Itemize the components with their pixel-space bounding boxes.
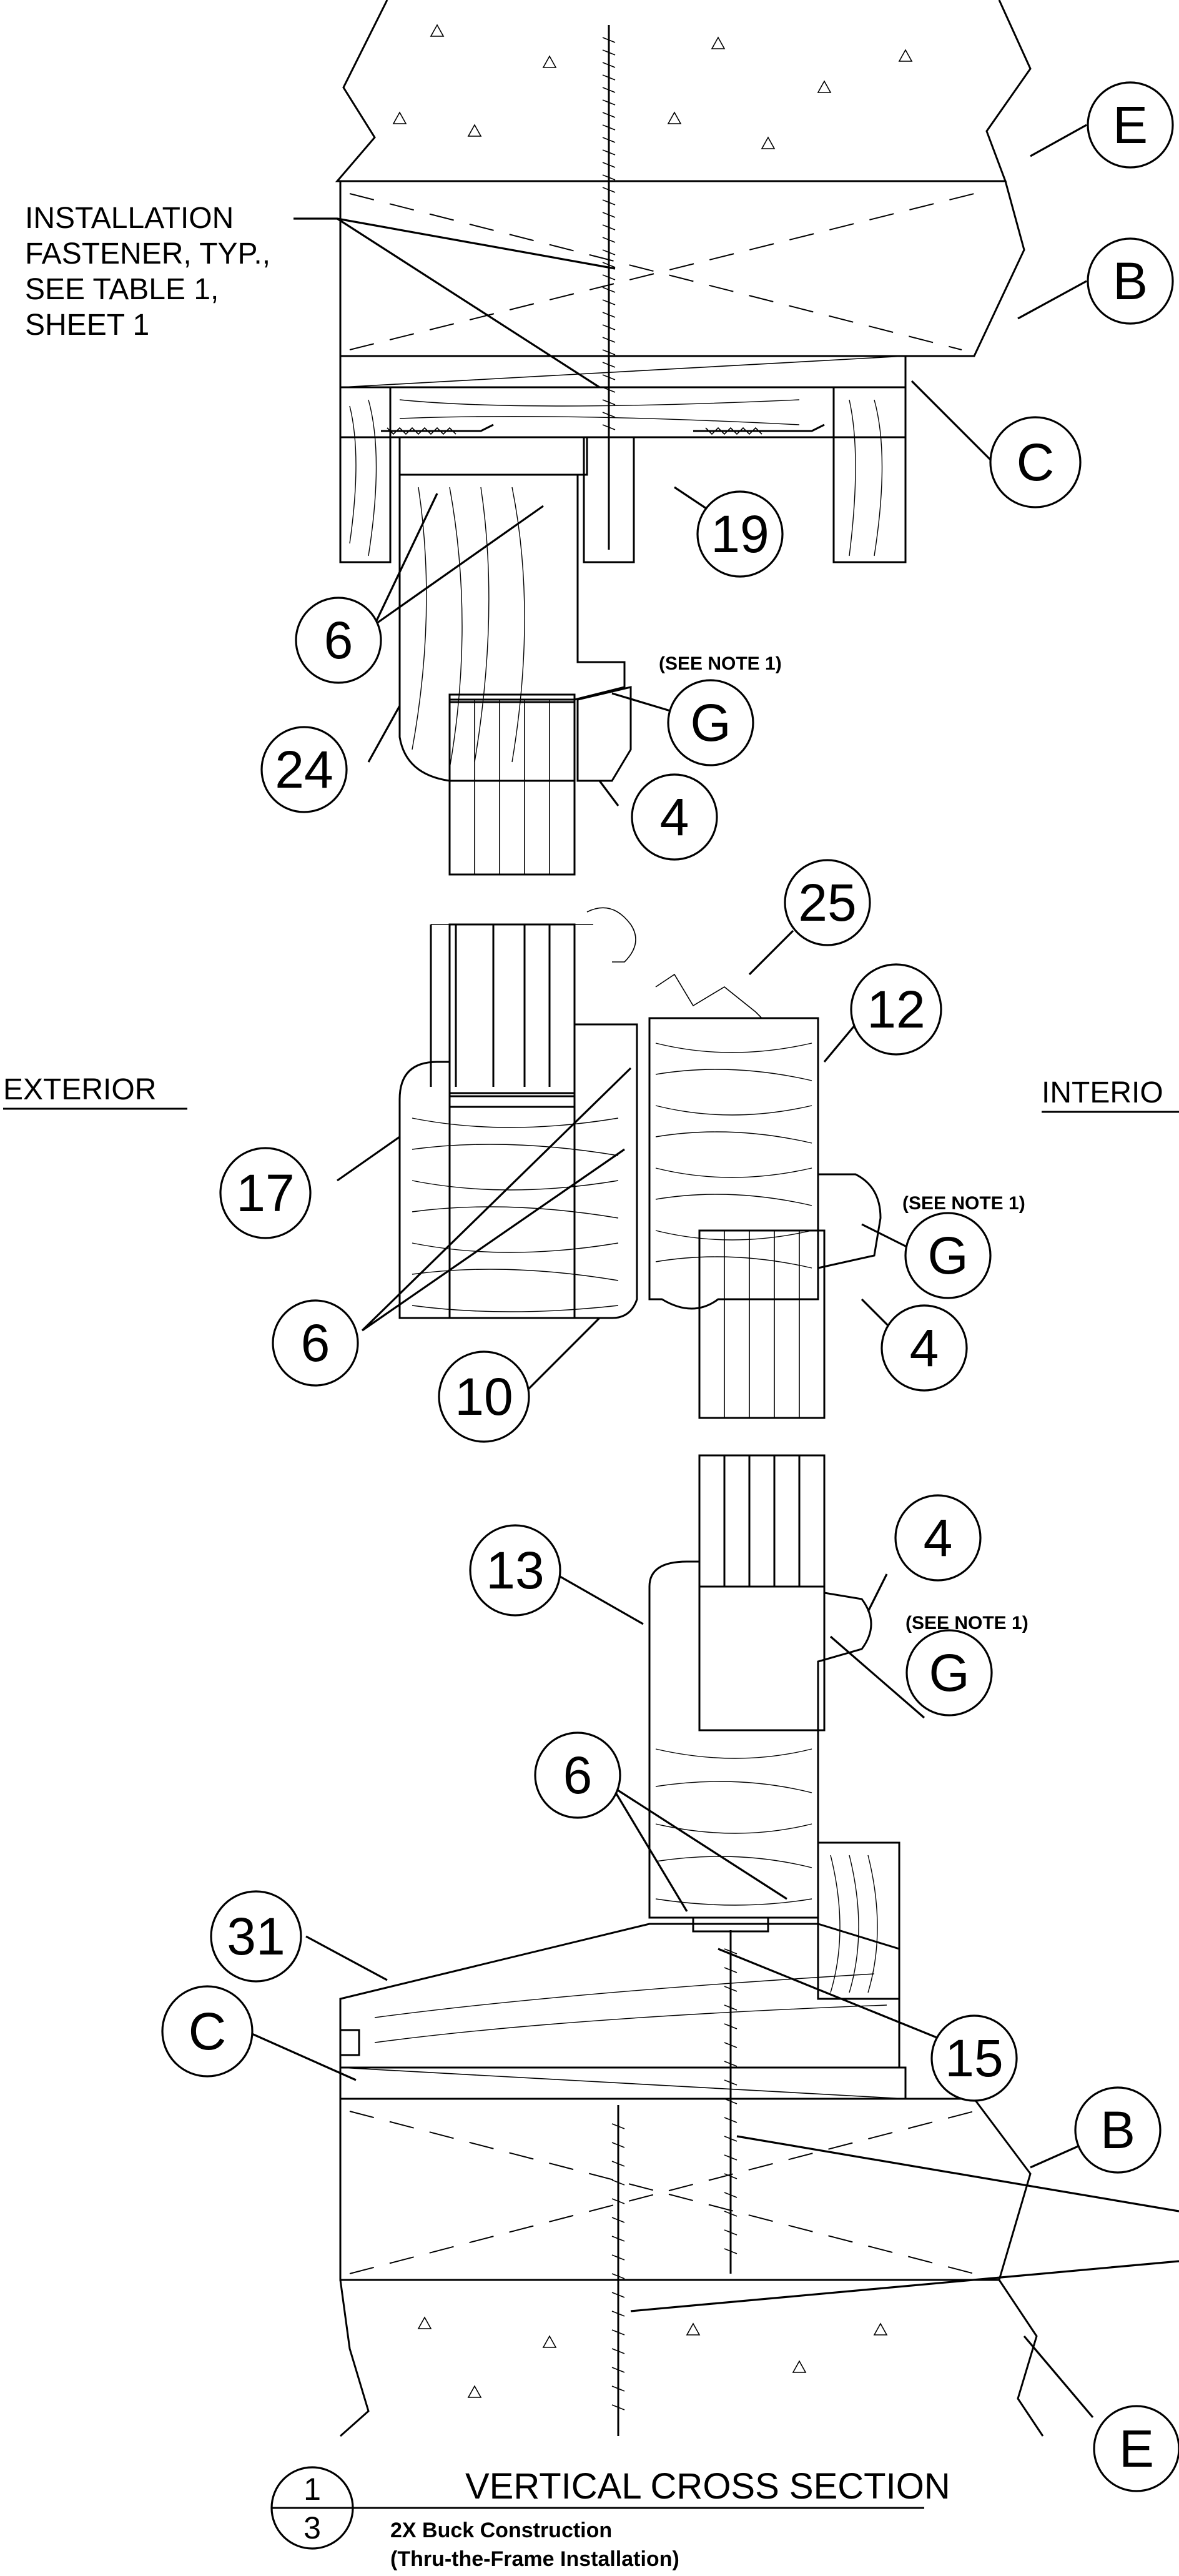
callout-6-bot: 6 — [534, 1731, 621, 1819]
callout-6-mid: 6 — [272, 1299, 359, 1387]
bottom-concrete — [339, 2279, 1044, 2437]
bottom-shim — [339, 2066, 907, 2100]
svg-text:G: G — [927, 1226, 968, 1285]
head-jamb — [339, 386, 907, 563]
top-shim — [339, 355, 907, 389]
fastener-label-line1: INSTALLATION — [25, 202, 234, 235]
svg-text:17: 17 — [236, 1164, 294, 1222]
svg-text:E: E — [1119, 2419, 1154, 2478]
callout-24: 24 — [260, 726, 348, 813]
section-number: 1 — [303, 2472, 321, 2507]
meeting-rail-upper-glazing — [430, 923, 593, 1097]
callout-B-bot: B — [1074, 2086, 1162, 2174]
svg-text:10: 10 — [455, 1367, 513, 1426]
svg-text:6: 6 — [301, 1314, 330, 1372]
exterior-label: EXTERIOR — [3, 1073, 156, 1106]
note-top: (SEE NOTE 1) — [659, 653, 782, 674]
note-bot: (SEE NOTE 1) — [905, 1613, 1029, 1633]
svg-text:6: 6 — [324, 611, 353, 670]
svg-text:C: C — [1017, 433, 1055, 492]
callout-10: 10 — [438, 1350, 530, 1443]
svg-text:4: 4 — [924, 1508, 953, 1567]
section-title-block: 1 3 VERTICAL CROSS SECTION 2X Buck Const… — [270, 2466, 950, 2571]
svg-text:4: 4 — [660, 788, 689, 846]
callout-4-top: 4 — [631, 773, 718, 861]
callout-G-top: G — [667, 679, 754, 766]
svg-text:31: 31 — [227, 1907, 285, 1966]
fastener-label-line4: SHEET 1 — [25, 309, 149, 342]
callout-C-bot: C — [161, 1985, 254, 2078]
bottom-buck — [339, 2098, 1032, 2281]
fastener-label-line3: SEE TABLE 1, — [25, 273, 219, 306]
svg-text:B: B — [1113, 252, 1148, 310]
callout-15: 15 — [930, 2014, 1018, 2102]
section-subtitle-2: (Thru-the-Frame Installation) — [390, 2547, 679, 2571]
callout-13: 13 — [469, 1524, 561, 1617]
top-concrete — [335, 0, 1032, 182]
sheet-number: 3 — [303, 2510, 321, 2545]
svg-text:B: B — [1100, 2101, 1135, 2159]
svg-text:13: 13 — [486, 1541, 544, 1600]
callout-E-top: E — [1087, 81, 1174, 169]
svg-text:24: 24 — [275, 740, 333, 799]
interior-label: INTERIO — [1042, 1076, 1163, 1109]
fastener-label-line2: FASTENER, TYP., — [25, 237, 270, 270]
lower-sash-13 — [648, 1454, 900, 2000]
callout-19: 19 — [696, 490, 784, 578]
svg-text:G: G — [929, 1643, 969, 1702]
leader-lines — [243, 124, 1179, 2419]
top-buck — [339, 180, 1025, 357]
svg-text:6: 6 — [563, 1746, 593, 1805]
svg-text:G: G — [690, 693, 731, 752]
callout-6-top: 6 — [295, 597, 382, 684]
callout-C-top: C — [989, 416, 1082, 508]
svg-text:E: E — [1113, 96, 1148, 154]
callout-B-top: B — [1087, 237, 1174, 325]
svg-text:12: 12 — [867, 980, 925, 1039]
top-fastener — [602, 25, 616, 550]
svg-text:15: 15 — [945, 2029, 1003, 2088]
note-mid: (SEE NOTE 1) — [902, 1193, 1025, 1214]
section-title: VERTICAL CROSS SECTION — [465, 2466, 950, 2507]
top-sash — [398, 475, 632, 876]
svg-text:4: 4 — [910, 1319, 939, 1377]
callout-G-mid: G — [904, 1212, 992, 1299]
callout-17: 17 — [219, 1147, 312, 1239]
sill — [339, 1916, 900, 2069]
callout-4-mid: 4 — [881, 1304, 968, 1392]
callout-12: 12 — [850, 963, 942, 1056]
bottom-fasteners — [611, 1930, 737, 2436]
section-subtitle-1: 2X Buck Construction — [390, 2519, 612, 2542]
svg-text:25: 25 — [798, 873, 856, 932]
svg-text:19: 19 — [711, 505, 769, 563]
svg-text:C: C — [189, 2002, 227, 2061]
lower-sash-12 — [586, 907, 882, 1419]
callout-E-bot: E — [1093, 2405, 1179, 2492]
callout-G-bot: G — [905, 1629, 993, 1717]
callout-25: 25 — [784, 859, 871, 946]
lower-sash-17 — [398, 1023, 638, 1319]
callout-4-bot: 4 — [894, 1494, 982, 1582]
callout-31: 31 — [210, 1890, 302, 1983]
